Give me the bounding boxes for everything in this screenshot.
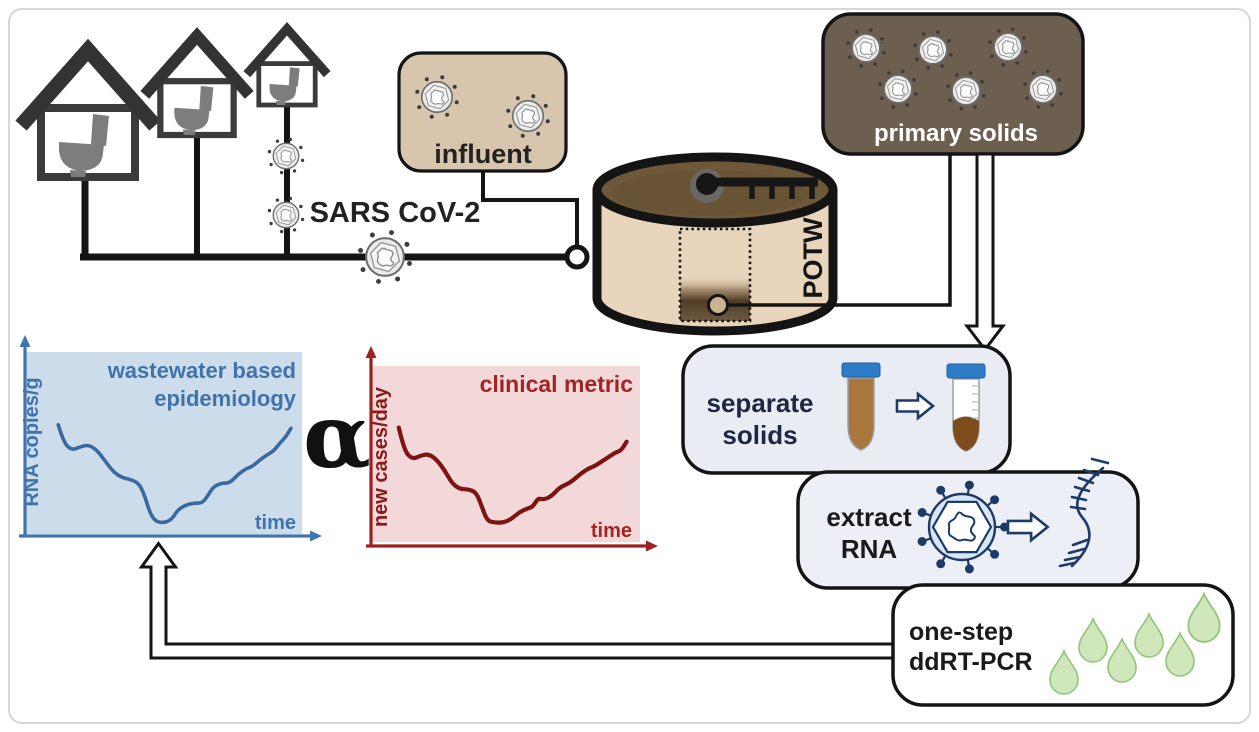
wbe-curve [56, 423, 293, 525]
skimmer-arm-icon [690, 169, 818, 203]
wbe-title-line1: wastewater based [107, 358, 296, 383]
extract-rna-box: extract RNA [796, 457, 1140, 590]
return-arrow-pcr-to-chart [138, 540, 895, 660]
wbe-x-axis-label: time [255, 512, 296, 534]
arrow-right-icon [1006, 511, 1050, 543]
clinical-y-axis-arrowhead [365, 346, 377, 358]
sars-cov2-label: SARS CoV-2 [310, 197, 481, 229]
extract-rna-label-line2: RNA [841, 534, 898, 564]
pcr-label-line2: ddRT-PCR [909, 648, 1033, 676]
influent-box: influent [397, 51, 568, 173]
influent-connector-line [481, 171, 579, 247]
flow-arrow-solids-to-separate [963, 152, 1007, 352]
clinical-curve [396, 425, 629, 525]
clinical-plot-area [372, 366, 640, 542]
separate-solids-label-line1: separate [707, 388, 814, 418]
separate-solids-box: separate solids [681, 344, 1012, 475]
pcr-label-line1: one-step [909, 618, 1013, 646]
wbe-chart: wastewater based epidemiology RNA copies… [19, 335, 322, 542]
alpha-symbol: α [303, 384, 371, 488]
clinical-title: clinical metric [480, 371, 634, 397]
extract-rna-label-line1: extract [826, 502, 912, 532]
sample-line-tank-to-solids [727, 154, 952, 307]
clinical-x-axis-arrowhead [646, 540, 658, 552]
pipe-junction-node [564, 244, 590, 270]
wbe-y-axis-label: RNA copies/g [21, 377, 43, 506]
potw-label: POTW [798, 217, 828, 299]
clinical-chart: clinical metric new cases/day time [365, 346, 658, 552]
rna-strand-icon [1058, 457, 1110, 568]
clinical-x-axis-label: time [591, 520, 632, 542]
wbe-plot-area [25, 352, 302, 534]
wbe-y-axis-arrowhead [19, 335, 31, 347]
arrow-right-icon [895, 391, 936, 421]
sewer-pipes [80, 105, 579, 261]
primary-solids-label: primary solids [874, 120, 1038, 147]
clinical-y-axis-label: new cases/day [370, 386, 392, 527]
potw-tank: POTW [592, 152, 838, 336]
tube-raw-sample-icon [841, 362, 881, 451]
ddrt-pcr-box: one-step ddRT-PCR [891, 583, 1235, 707]
wbe-title-line2: epidemiology [154, 386, 297, 411]
tube-pellet-icon [946, 363, 986, 452]
primary-solids-box: primary solids [821, 12, 1085, 156]
influent-label: influent [434, 139, 531, 169]
wbe-x-axis-arrowhead [310, 530, 322, 542]
separate-solids-label-line2: solids [722, 420, 797, 450]
coronavirus-blue-icon [917, 480, 1009, 574]
sampling-port [707, 294, 729, 316]
